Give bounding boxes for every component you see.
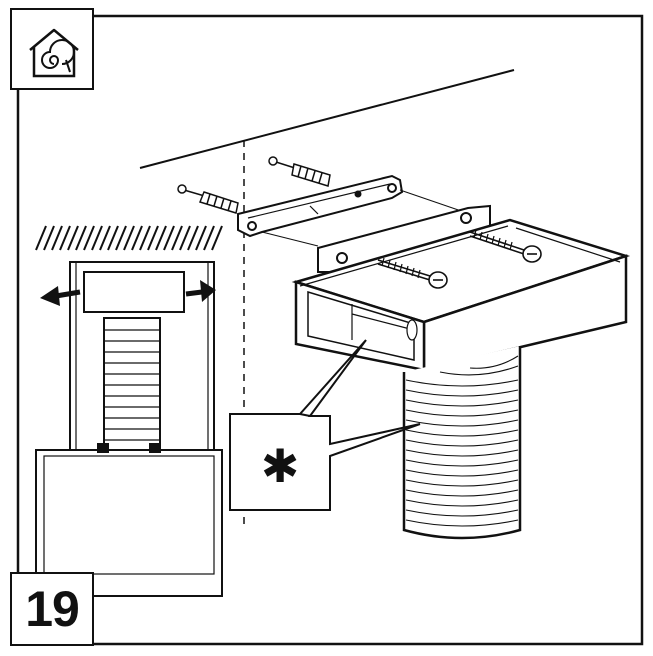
side-view-hood	[35, 261, 223, 597]
side-bracket-box	[83, 271, 185, 313]
outer-frame	[16, 14, 644, 646]
asterisk-icon: ✱	[260, 439, 300, 493]
flexible-hose	[402, 346, 522, 540]
callout-asterisk: ✱	[250, 436, 310, 496]
ceiling-bracket	[237, 174, 404, 238]
step-number-box: 19	[10, 572, 94, 646]
ceiling-line	[139, 69, 515, 169]
step-number: 19	[25, 581, 80, 637]
callout-box	[229, 339, 421, 511]
house-spiral-icon	[29, 28, 79, 78]
wall-plug-right	[268, 156, 331, 187]
ceiling-hatch	[35, 225, 223, 251]
arrow-right-icon	[185, 280, 216, 302]
wall-plug-left	[177, 184, 239, 214]
side-hood-body	[35, 449, 223, 597]
arrow-left-icon	[40, 286, 81, 306]
screw-front	[377, 257, 448, 289]
screw-back	[469, 229, 542, 263]
rectangular-duct	[291, 218, 631, 372]
header-icon-box	[10, 8, 94, 90]
